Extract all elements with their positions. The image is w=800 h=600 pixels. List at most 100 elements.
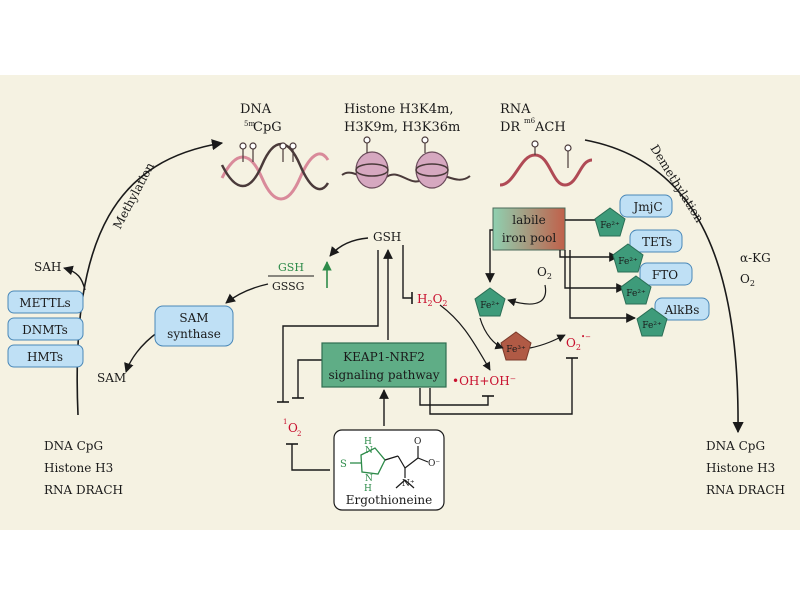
iron-pool-to-fto: [564, 250, 626, 293]
mettls-box: [7, 290, 84, 314]
sam-synthase-box: [154, 305, 234, 347]
labile-iron-line2: iron pool: [502, 231, 556, 245]
keap-inhibit-radicals: [419, 388, 489, 406]
ergo-atom-s: S: [340, 459, 347, 470]
gsh-inhibits-h2o2: [402, 245, 412, 299]
ergo-inhibit-singlet-oxygen: [291, 444, 330, 471]
mettls-label: METTLs: [19, 296, 70, 310]
substrate-rna: RNA DRACH: [44, 483, 123, 497]
sah-label: SAH: [34, 260, 61, 274]
jmjc-fe-icon: [594, 207, 626, 237]
substrate-dna: DNA CpG: [44, 439, 103, 453]
rna-prefix: DR: [500, 120, 521, 135]
singlet-oxygen-sup: 1: [283, 418, 287, 426]
keap1-nrf2-line2: signaling pathway: [328, 368, 439, 382]
h2o2-label: H2O2: [417, 292, 448, 308]
ergothioneine-structure: [350, 446, 429, 489]
ergo-atom-n-plus: N⁺: [402, 479, 415, 489]
rna-strand-icon: [499, 140, 593, 187]
product-rna: RNA DRACH: [706, 483, 785, 497]
enzyme-alkbs: AlkBs Fe²⁺: [636, 297, 710, 337]
fe2-pentagon-icon: [474, 287, 506, 317]
fe3-label: Fe³⁺: [506, 345, 526, 355]
iron-pool-to-tets: [559, 250, 619, 262]
gsh-ratio-numerator: GSH: [278, 261, 304, 274]
fto-fe-icon: [620, 275, 652, 305]
gsh-to-ratio-arrow: [329, 237, 369, 257]
ergo-atom-o-minus: O⁻: [428, 459, 440, 469]
hmts-box: [7, 344, 84, 368]
alpha-kg-label: α-KG: [740, 251, 771, 265]
rna-sup: m6: [524, 117, 536, 125]
ergo-atom-n2: N: [365, 474, 373, 484]
labile-iron-line1: labile: [512, 213, 545, 227]
histone-nucleosome-icon: [341, 136, 471, 189]
sam-synthase-to-sam-arrow: [124, 331, 159, 373]
o2-label: O2: [537, 265, 552, 281]
methyltransferase-stack: METTLs DNMTs HMTs: [7, 290, 84, 368]
fe2-label: Fe²⁺: [480, 301, 500, 311]
singlet-oxygen-sub: 2: [297, 430, 301, 438]
enzyme-jmjc: JmjC Fe²⁺: [594, 194, 673, 237]
product-histone: Histone H3: [706, 461, 775, 475]
svg-text:Fe²⁺: Fe²⁺: [600, 221, 620, 231]
dna-title: DNA: [240, 102, 272, 117]
keap-inhibit-singlet-oxygen-2: [297, 359, 322, 398]
iron-pool-to-alkbs: [569, 250, 636, 323]
radicals-label: •OH+OH⁻: [452, 374, 516, 388]
hmts-label: HMTs: [27, 350, 63, 364]
keap-inhibit-superoxide: [429, 358, 573, 415]
enzyme-tets: TETs Fe²⁺: [612, 229, 683, 273]
ergothioneine-label: Ergothioneine: [346, 493, 433, 507]
gsh-ratio-denominator: GSSG: [272, 280, 304, 293]
substrate-histone: Histone H3: [44, 461, 113, 475]
ergo-atom-n1: N: [365, 446, 373, 456]
ergo-atom-h1: H: [364, 437, 372, 447]
ergo-atom-h2: H: [364, 484, 372, 494]
sam-label: SAM: [97, 371, 126, 385]
svg-text:Fe²⁺: Fe²⁺: [618, 257, 638, 267]
alkbs-fe-icon: [636, 307, 668, 337]
alkbs-label: AlkBs: [664, 303, 700, 317]
svg-text:Fe²⁺: Fe²⁺: [642, 321, 662, 331]
ergo-atom-o: O: [414, 437, 421, 447]
sah-arrow: [63, 265, 86, 291]
ergothioneine-box: [333, 429, 445, 511]
tets-fe-icon: [612, 243, 644, 273]
dna-mark-sup: 5m: [244, 120, 255, 128]
fe3-to-superoxide-curve: [529, 334, 566, 349]
singlet-oxygen-base: O: [288, 421, 298, 435]
iron-pool-to-fe2-arrow: [485, 229, 495, 283]
keap-inhibit-singlet-oxygen: [282, 250, 379, 402]
cofactor-o2-label: O2: [740, 272, 755, 288]
rna-title: RNA: [500, 102, 531, 117]
gsh-center: GSH: [373, 230, 401, 244]
histone-line1: Histone H3K4m,: [344, 102, 453, 117]
labile-iron-pool-box: [492, 207, 566, 251]
tets-label: TETs: [642, 235, 672, 249]
gssg-to-sam-arrow: [225, 283, 269, 304]
dna-mark: CpG: [253, 120, 282, 135]
superoxide-label: O2•−: [566, 333, 591, 352]
rna-suffix: ACH: [534, 120, 566, 135]
fe3-pentagon-icon: [500, 331, 532, 361]
dnmts-label: DNMTs: [22, 323, 68, 337]
h2o2-to-fe-curve: [439, 304, 491, 371]
sam-synthase-line2: synthase: [167, 327, 221, 341]
fe2-to-fe3-curve: [479, 317, 504, 350]
keap1-nrf2-line1: KEAP1-NRF2: [343, 350, 425, 364]
sam-synthase-line1: SAM: [179, 311, 208, 325]
dnmts-box: [7, 317, 84, 341]
keap1-nrf2-box: [321, 342, 447, 388]
enzyme-fto: FTO Fe²⁺: [620, 262, 693, 305]
o2-to-fe-curve: [507, 284, 547, 307]
dna-helix-icon: [220, 142, 330, 201]
fto-label: FTO: [652, 268, 678, 282]
demethylation-arc: [584, 139, 744, 434]
histone-line2: H3K9m, H3K36m: [344, 120, 460, 135]
svg-text:Fe²⁺: Fe²⁺: [626, 289, 646, 299]
product-dna: DNA CpG: [706, 439, 765, 453]
jmjc-label: JmjC: [631, 200, 662, 214]
